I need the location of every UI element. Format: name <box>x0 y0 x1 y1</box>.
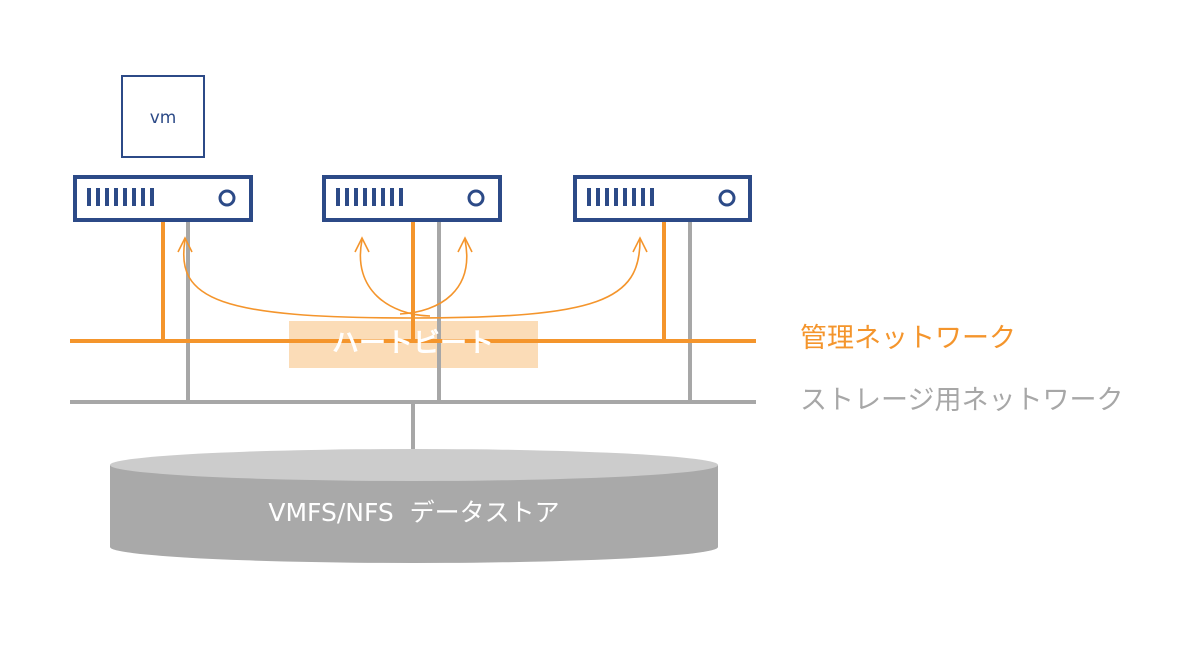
host-server-2 <box>322 175 502 222</box>
arrowhead-host-2b <box>457 236 473 253</box>
management-network-label: 管理ネットワーク <box>800 323 1016 354</box>
management-network <box>70 220 756 343</box>
host-server-1 <box>73 175 253 222</box>
datastore-body <box>110 465 718 563</box>
power-led-icon <box>467 189 485 207</box>
heartbeat-curve-3 <box>399 239 468 315</box>
heartbeat-curve-2 <box>359 239 431 317</box>
datastore-label: VMFS/NFS データストア <box>268 498 559 527</box>
drive-bays-icon <box>587 188 654 206</box>
power-led-icon <box>718 189 736 207</box>
arrowhead-host-1 <box>177 236 193 253</box>
arrowhead-host-3 <box>632 236 648 253</box>
datastore-cylinder: VMFS/NFS データストア <box>110 449 718 563</box>
drive-bays-icon <box>336 188 403 206</box>
drive-bays-icon <box>87 188 154 206</box>
arrowhead-host-2a <box>354 236 370 253</box>
power-led-icon <box>218 189 236 207</box>
heartbeat-label: ハートビート <box>332 328 494 359</box>
vm-label: vm <box>150 108 177 128</box>
storage-network <box>70 220 756 450</box>
host-server-3 <box>573 175 752 222</box>
storage-network-label: ストレージ用ネットワーク <box>800 385 1123 416</box>
datastore-top <box>110 449 718 481</box>
vm-box: vm <box>121 75 205 158</box>
